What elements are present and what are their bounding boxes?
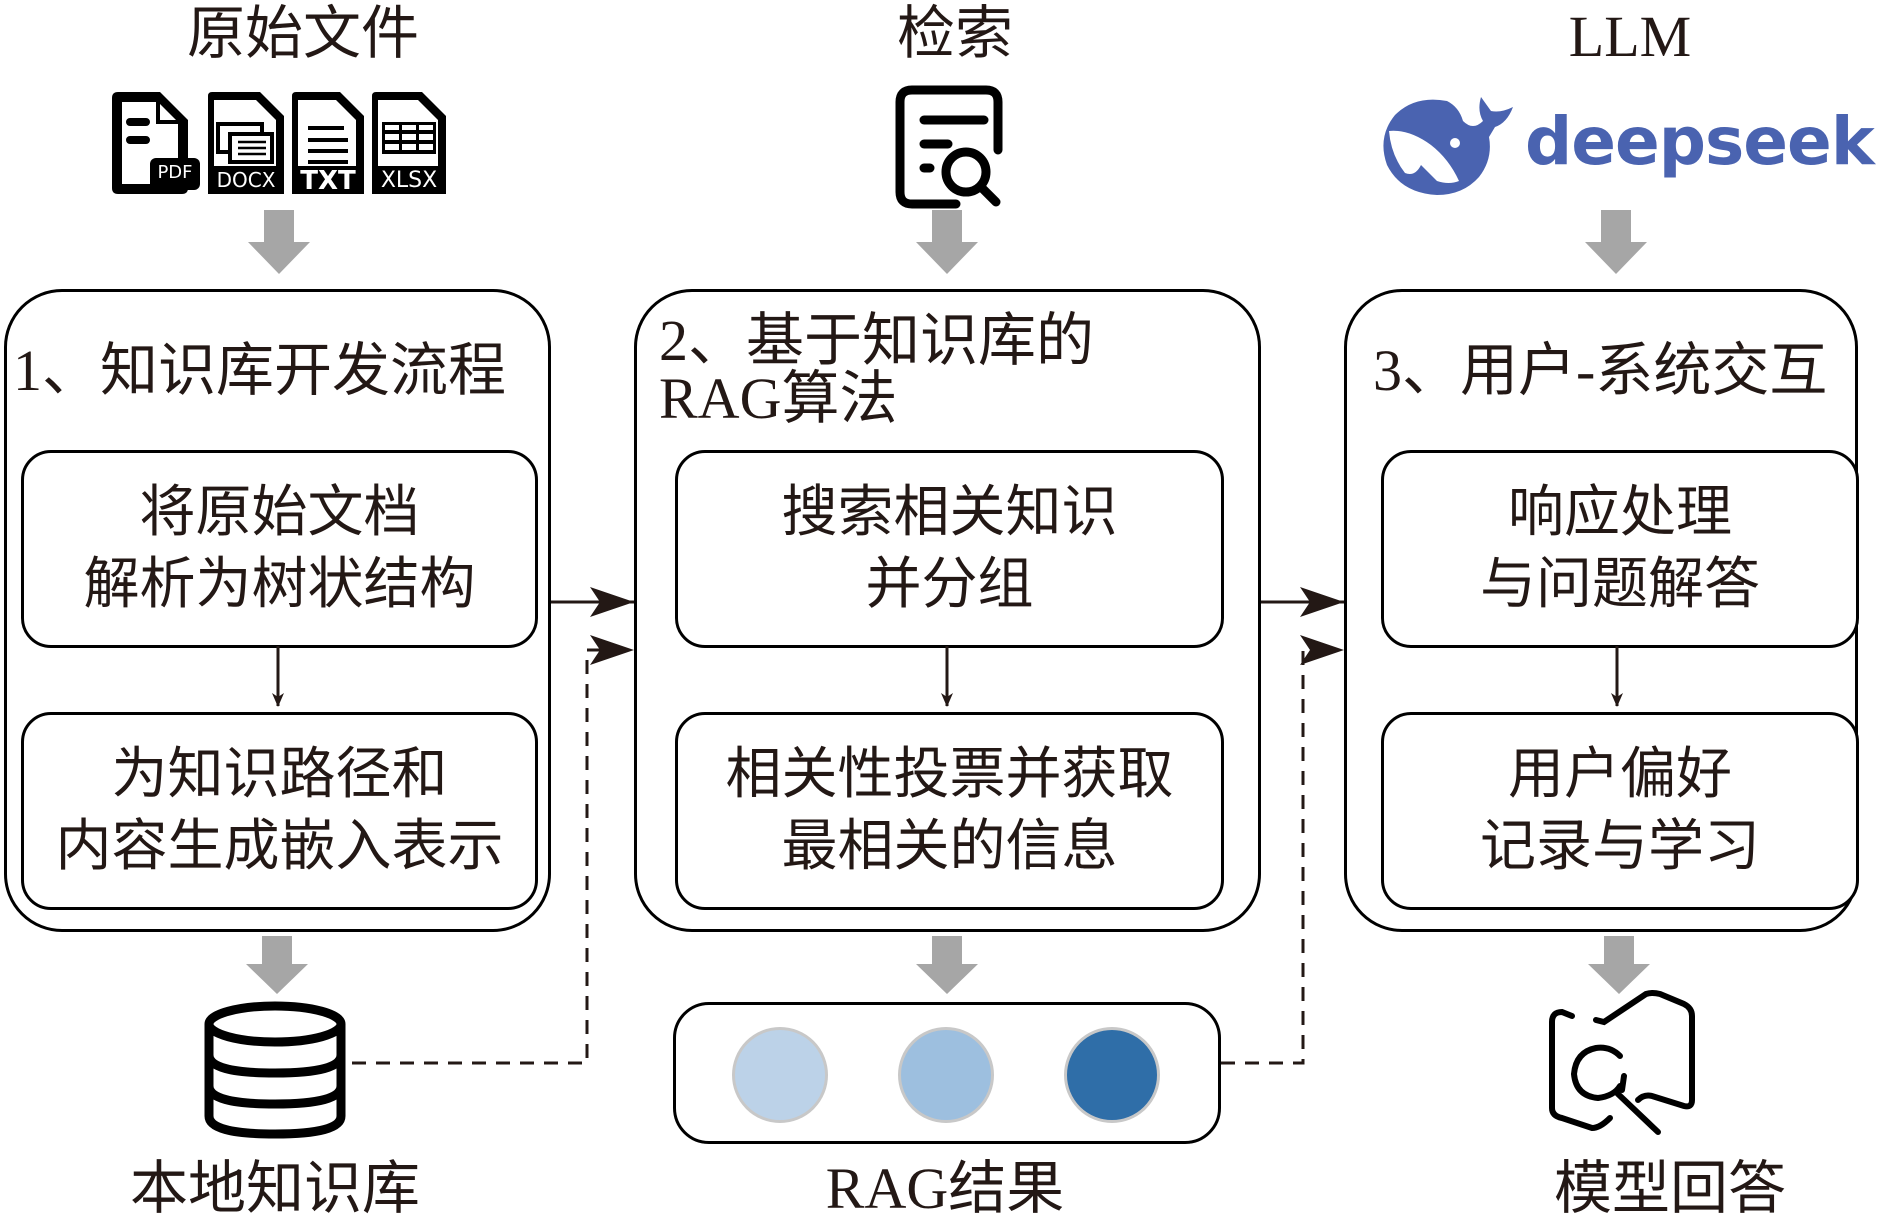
txt-file-icon: TXT [290, 90, 366, 196]
step-relevance-voting: 相关性投票并获取 最相关的信息 [675, 712, 1224, 910]
step-user-preference: 用户偏好 记录与学习 [1381, 712, 1859, 910]
step-response-processing: 响应处理 与问题解答 [1381, 450, 1859, 648]
dashed-arrowhead-panel3 [1300, 635, 1344, 665]
deepseek-wordmark: deepseek [1525, 103, 1875, 180]
local-kb-label: 本地知识库 [129, 1156, 420, 1221]
dashed-db-to-panel2 [352, 648, 600, 1065]
step-text-line: 用户偏好 [1508, 744, 1732, 806]
llm-label: LLM [1568, 4, 1692, 69]
step-generate-embeddings: 为知识路径和 内容生成嵌入表示 [21, 712, 538, 910]
step-text-line: 将原始文档 [139, 482, 420, 544]
panel-3-title: 3、用户-系统交互 [1373, 338, 1828, 403]
step-text-line: 相关性投票并获取 [725, 744, 1174, 806]
document-search-icon [890, 84, 1008, 210]
database-icon [198, 1000, 352, 1140]
panel-knowledge-base-dev: 1、知识库开发流程 将原始文档 解析为树状结构 为知识路径和 内容生成嵌入表示 [4, 289, 551, 932]
retrieval-label: 检索 [896, 1, 1013, 66]
pdf-file-icon: PDF [108, 90, 200, 196]
down-arrow-files-to-panel1 [248, 210, 310, 274]
down-arrow-retrieval-to-panel2 [916, 210, 978, 274]
panel-user-system-interaction: 3、用户-系统交互 响应处理 与问题解答 用户偏好 记录与学习 [1344, 289, 1859, 932]
panel-rag-algorithm: 2、基于知识库的 RAG算法 搜索相关知识 并分组 相关性投票并获取 最相关的信… [634, 289, 1261, 932]
down-arrow-panel1-to-db [246, 936, 308, 994]
source-files-label: 原始文件 [186, 1, 419, 66]
panel-1-title: 1、知识库开发流程 [13, 338, 507, 403]
dashed-arrowhead-panel2 [590, 635, 634, 665]
inner-step-arrows [272, 646, 1623, 707]
step-text-line: 并分组 [865, 554, 1034, 616]
step-parse-documents: 将原始文档 解析为树状结构 [21, 450, 538, 648]
rag-result-item [732, 1027, 828, 1123]
step-text-line: 响应处理 [1508, 482, 1732, 544]
panel-2-title-line-2: RAG算法 [659, 366, 898, 431]
step-text-line: 搜索相关知识 [781, 482, 1118, 544]
down-arrow-panel3-to-answer [1588, 936, 1650, 994]
step-text-line: 内容生成嵌入表示 [55, 816, 504, 878]
step-text-line: 为知识路径和 [111, 744, 448, 806]
step-text-line: 记录与学习 [1480, 816, 1760, 878]
step-text-line: 解析为树状结构 [83, 554, 476, 616]
step-text-line: 最相关的信息 [781, 816, 1118, 878]
deepseek-logo: deepseek [1375, 85, 1875, 200]
docx-type-label: DOCX [216, 168, 276, 192]
rag-result-item [898, 1027, 994, 1123]
docx-file-icon: DOCX [206, 90, 286, 196]
file-icons-group: PDF DOCX TXT [108, 90, 448, 196]
xlsx-file-icon: XLSX [370, 90, 448, 196]
rag-result-label: RAG结果 [825, 1156, 1065, 1221]
down-arrow-llm-to-panel3 [1585, 210, 1647, 274]
rag-result-item [1064, 1027, 1160, 1123]
dashed-arrowheads [590, 635, 1344, 665]
step-search-and-group: 搜索相关知识 并分组 [675, 450, 1224, 648]
big-arrows [246, 210, 1650, 994]
deepseek-whale-icon [1383, 97, 1513, 195]
xlsx-type-label: XLSX [380, 168, 438, 193]
dashed-connectors [352, 648, 1316, 1065]
txt-type-label: TXT [300, 166, 356, 196]
down-arrow-panel2-to-rag [916, 936, 978, 994]
pdf-type-label: PDF [157, 162, 193, 183]
rag-result-box [673, 1002, 1221, 1144]
dashed-rag-to-panel3 [1221, 648, 1316, 1065]
answer-search-icon [1540, 990, 1710, 1140]
model-answer-label: 模型回答 [1553, 1156, 1786, 1221]
panel-2-title-line-1: 2、基于知识库的 [659, 308, 1095, 373]
step-text-line: 与问题解答 [1480, 554, 1760, 616]
